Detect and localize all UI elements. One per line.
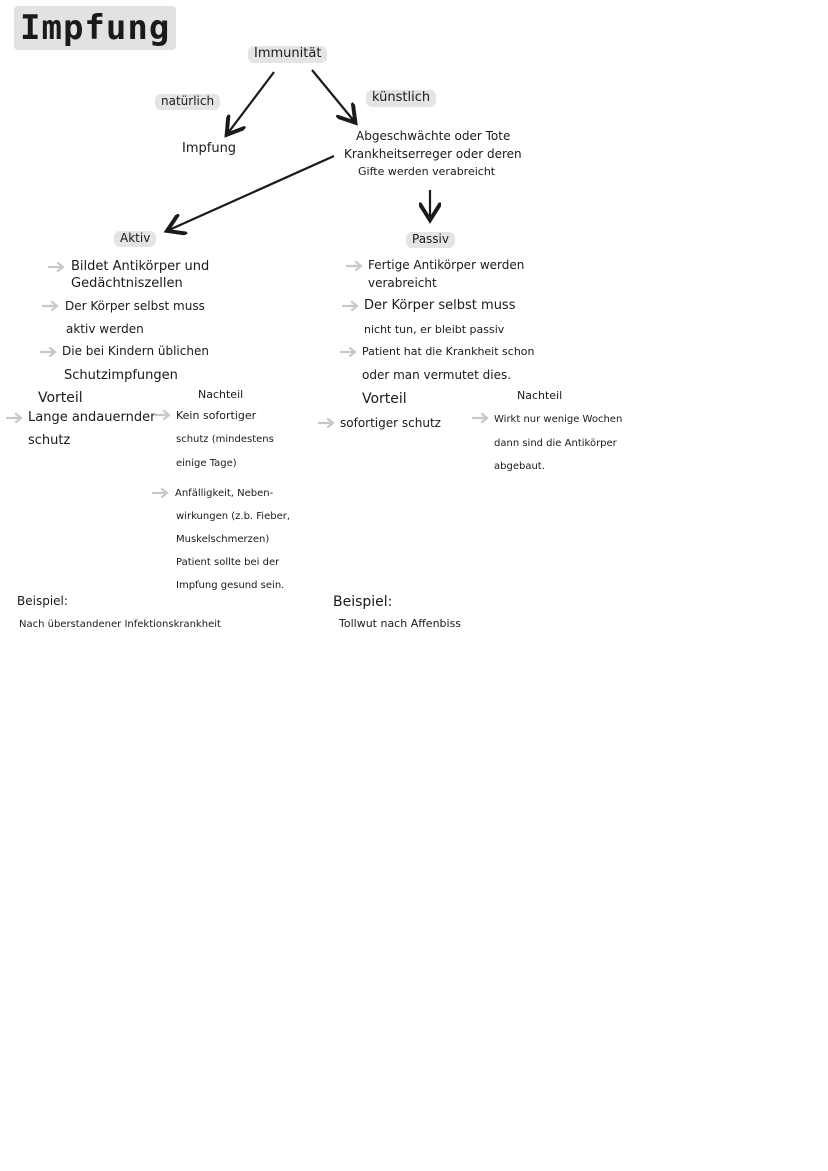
passiv-point-3b: oder man vermutet dies. (362, 368, 512, 382)
bullet-arrow-icon (340, 347, 357, 357)
kuenstlich-desc-3: Gifte werden verabreicht (358, 165, 496, 178)
passiv-nachteil-label: Nachteil (517, 389, 563, 402)
aktiv-nachteil-2c: Muskelschmerzen) (176, 534, 270, 545)
bullet-arrow-icon (154, 410, 171, 420)
aktiv-point-3a: Die bei Kindern üblichen (62, 344, 209, 358)
passiv-nachteil-1: Wirkt nur wenige Wochen (494, 414, 623, 425)
aktiv-nachteil-2a: Anfälligkeit, Neben- (175, 488, 274, 499)
aktiv-nachteil-label: Nachteil (198, 388, 244, 401)
arrow-to-aktiv (169, 154, 335, 230)
passiv-nachteil-2: dann sind die Antikörper (494, 438, 617, 449)
passiv-point-1a: Fertige Antikörper werden (368, 258, 525, 272)
arrow-to-natuerlich (228, 71, 275, 133)
bullet-arrow-icon (318, 418, 335, 428)
aktiv-point-1a: Bildet Antikörper und (71, 259, 210, 274)
passiv-point-1b: verabreicht (368, 276, 437, 290)
bullet-arrow-icon (48, 262, 65, 272)
bullet-arrow-icon (342, 301, 359, 311)
aktiv-vorteil-label: Vorteil (38, 390, 83, 406)
aktiv-nachteil-2e: Impfung gesund sein. (176, 580, 285, 591)
kuenstlich-desc-2: Krankheitserreger oder deren (344, 147, 522, 161)
passiv-vorteil-label: Vorteil (362, 391, 407, 407)
passiv-vorteil-text: sofortiger schutz (340, 416, 441, 430)
bullet-arrow-icon (40, 347, 57, 357)
passiv-point-3a: Patient hat die Krankheit schon (362, 345, 535, 358)
page-title: Impfung (14, 6, 177, 50)
aktiv-beispiel-label: Beispiel: (17, 594, 68, 608)
aktiv-nachteil-1b: schutz (mindestens (176, 434, 274, 445)
aktiv-nachteil-1c: einige Tage) (176, 458, 237, 469)
passiv-point-2b: nicht tun, er bleibt passiv (364, 323, 505, 336)
aktiv-beispiel-text: Nach überstandener Infektionskrankheit (19, 619, 221, 630)
bullet-arrow-icon (152, 488, 169, 498)
natuerlich-label: natürlich (155, 94, 221, 110)
aktiv-point-1b: Gedächtniszellen (71, 276, 183, 291)
aktiv-nachteil-2b: wirkungen (z.b. Fieber, (176, 511, 291, 522)
natuerlich-item: Impfung (182, 141, 237, 156)
passiv-point-2a: Der Körper selbst muss (364, 298, 516, 313)
bullet-arrow-icon (346, 261, 363, 271)
kuenstlich-label: künstlich (366, 90, 437, 107)
passiv-nachteil-3: abgebaut. (494, 461, 545, 472)
aktiv-point-2a: Der Körper selbst muss (65, 299, 205, 313)
passiv-heading: Passiv (406, 232, 455, 248)
aktiv-vorteil-1: Lange andauernder (28, 410, 156, 425)
passiv-beispiel-text: Tollwut nach Affenbiss (339, 617, 462, 630)
bullet-arrow-icon (42, 301, 59, 311)
aktiv-heading: Aktiv (114, 231, 157, 247)
bullet-arrow-icon (6, 413, 23, 423)
bullet-arrow-icon (472, 413, 489, 423)
root-node: Immunität (248, 46, 328, 63)
kuenstlich-desc-1: Abgeschwächte oder Tote (356, 129, 511, 143)
passiv-beispiel-label: Beispiel: (333, 594, 393, 610)
aktiv-nachteil-1a: Kein sofortiger (176, 409, 257, 422)
arrow-to-kuenstlich (311, 69, 354, 121)
aktiv-nachteil-2d: Patient sollte bei der (176, 557, 280, 568)
aktiv-point-3b: Schutzimpfungen (64, 368, 178, 383)
aktiv-vorteil-2: schutz (28, 433, 71, 448)
aktiv-point-2b: aktiv werden (66, 322, 144, 336)
